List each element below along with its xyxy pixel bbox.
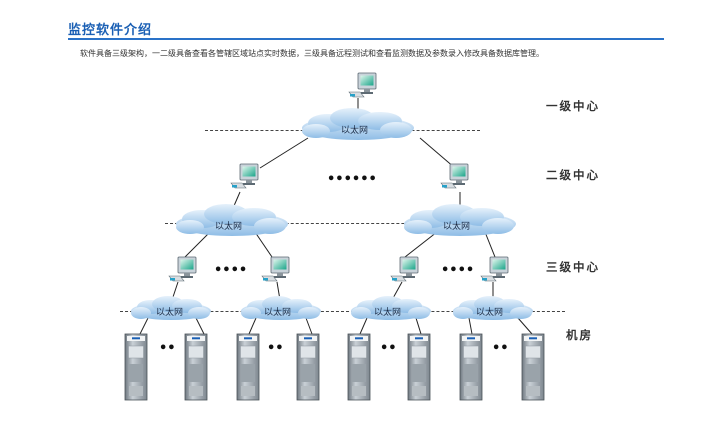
server-cabinet-icon-4: [296, 333, 320, 401]
cloud-label-level3-4: 以太网: [476, 306, 503, 318]
ellipsis-room-2: ••: [267, 341, 284, 356]
level-label-2: 二级中心: [546, 168, 600, 182]
description-text: 软件具备三级架构，一二级具备查看各管辖区域站点实时数据，三级具备远程测试和查看监…: [80, 49, 544, 58]
ellipsis-level3-right: ••••: [441, 263, 474, 278]
computer-icon-level3-1: [168, 256, 197, 282]
level-label-1: 一级中心: [546, 99, 600, 113]
computer-icon-level3-4: [480, 256, 509, 282]
ellipsis-level3-left: ••••: [214, 263, 247, 278]
ellipsis-room-3: ••: [380, 341, 397, 356]
page-title: 监控软件介绍: [68, 23, 153, 38]
server-cabinet-icon-3: [236, 333, 260, 401]
cloud-label-level3-1: 以太网: [156, 306, 183, 318]
cloud-label-level2-left: 以太网: [215, 220, 242, 232]
cloud-label-level1: 以太网: [341, 124, 368, 136]
level-divider-2: [165, 223, 515, 224]
computer-icon-level1: [348, 72, 377, 98]
server-cabinet-icon-5: [347, 333, 371, 401]
level-label-room: 机房: [566, 328, 593, 342]
computer-icon-level3-3: [390, 256, 419, 282]
cloud-label-level2-right: 以太网: [443, 220, 470, 232]
cloud-label-level3-3: 以太网: [374, 306, 401, 318]
level-label-3: 三级中心: [546, 260, 600, 274]
cloud-label-level3-2: 以太网: [264, 306, 291, 318]
ellipsis-level2: ••••••: [327, 172, 377, 187]
level-divider-3: [120, 311, 565, 312]
server-cabinet-icon-8: [521, 333, 545, 401]
server-cabinet-icon-7: [459, 333, 483, 401]
title-underline: [68, 38, 664, 40]
server-cabinet-icon-1: [124, 333, 148, 401]
computer-icon-level3-2: [261, 256, 290, 282]
computer-icon-level2-left: [230, 163, 259, 189]
ellipsis-room-4: ••: [492, 341, 509, 356]
server-cabinet-icon-2: [184, 333, 208, 401]
ellipsis-room-1: ••: [159, 341, 176, 356]
server-cabinet-icon-6: [407, 333, 431, 401]
computer-icon-level2-right: [440, 163, 469, 189]
